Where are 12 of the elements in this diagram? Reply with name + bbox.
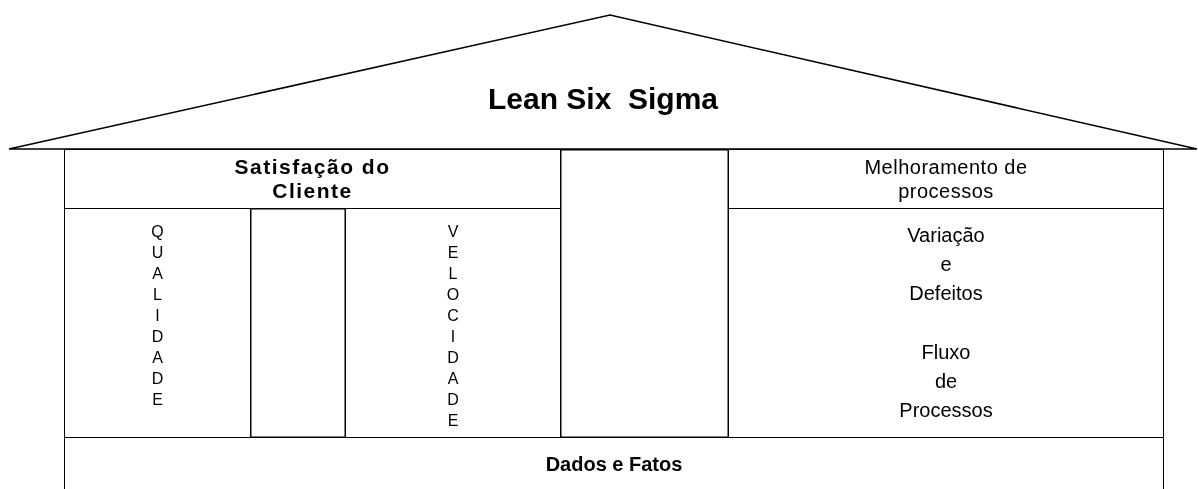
stacked-text: Fluxo de Processos [899, 340, 993, 423]
stacked-text: Variação e Defeitos [907, 223, 985, 306]
roof-title: Lean Six Sigma [487, 82, 719, 116]
header-text: Melhoramento de processos [863, 155, 1029, 203]
empty-pillar-cell [560, 149, 729, 438]
header-cell [728, 149, 1164, 209]
foundation-text: Dados e Fatos [545, 451, 683, 476]
vertical-text: VELOCIDADE [446, 222, 460, 431]
vertical-text: QUALIDADE [151, 222, 164, 410]
foundation-cell [64, 437, 1164, 489]
narrow-pillar-cell [250, 208, 346, 438]
header-text: Satisfação do Cliente [233, 155, 392, 203]
